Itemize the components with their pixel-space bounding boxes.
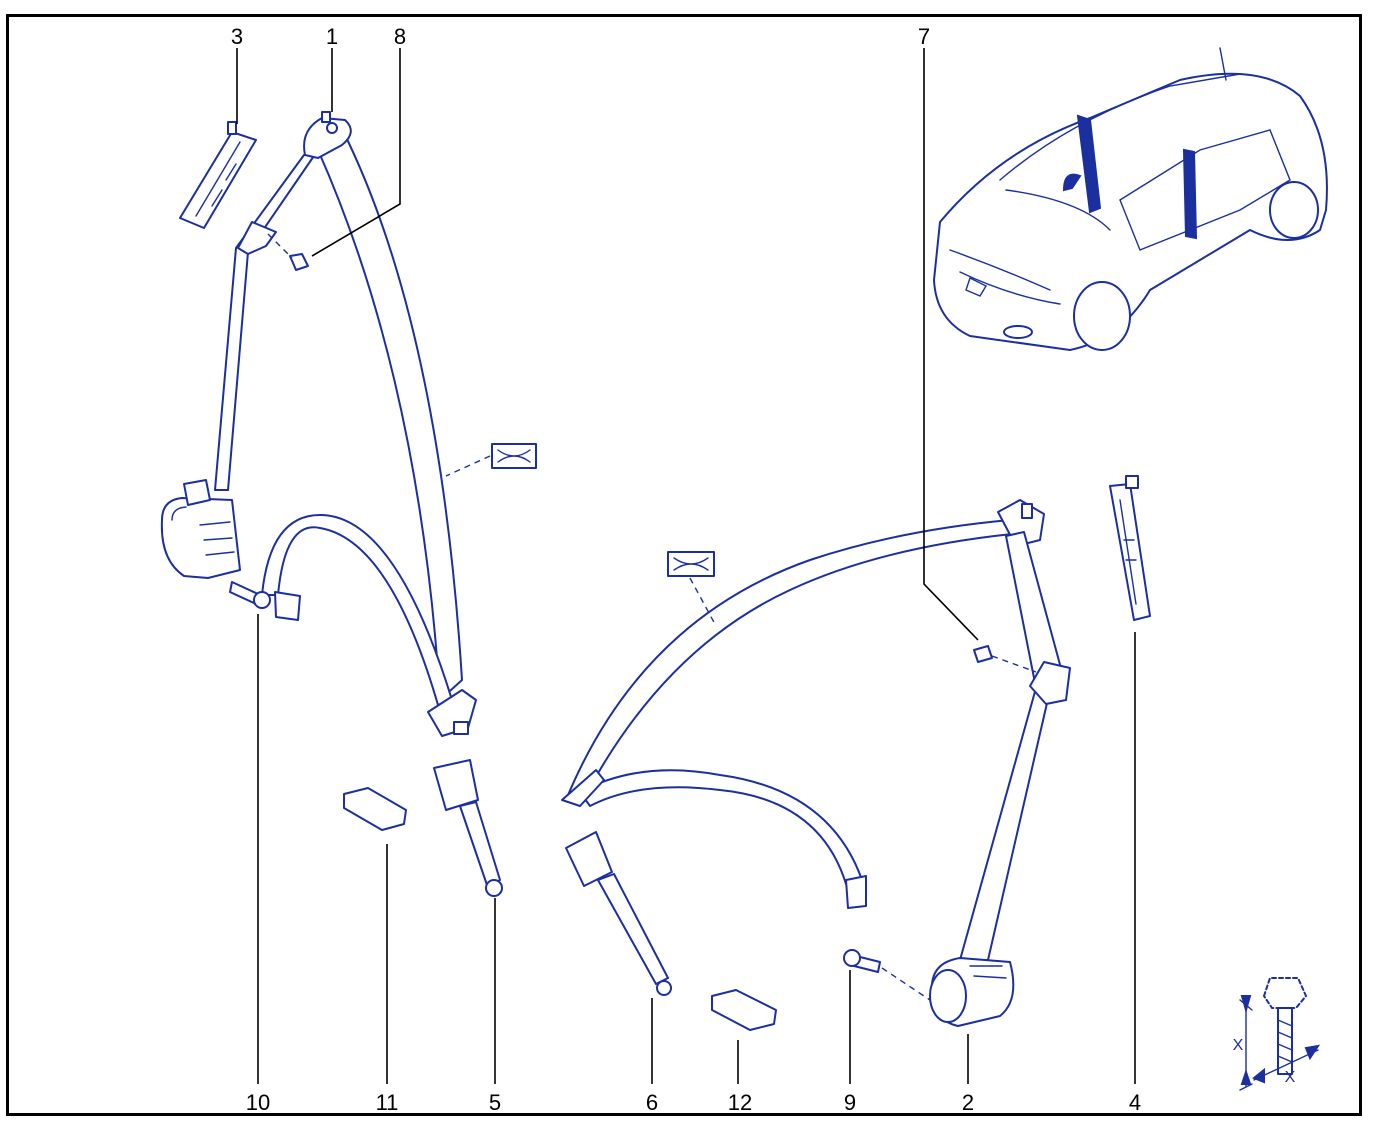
left-belt-tongue-tip [453, 721, 469, 735]
left-upper-anchor [303, 117, 352, 159]
left-belt-upper-webbing [214, 149, 319, 491]
right-marking-symbol-detail [673, 557, 709, 571]
callout-1: 1 [326, 24, 338, 49]
buckle-5-stem [459, 801, 501, 889]
bolt-9-head [843, 949, 861, 967]
bolt-9-guide-line [881, 967, 931, 1001]
right-height-adjuster-detail [1119, 499, 1137, 605]
callout-6: 6 [646, 1090, 658, 1115]
callout-7: 7 [918, 24, 930, 49]
left-belt-diagonal-webbing [317, 134, 463, 701]
callout-5: 5 [489, 1090, 501, 1115]
left-upper-anchor-stud [321, 111, 331, 123]
left-retractor-housing [183, 479, 211, 506]
buckle-6-eye [656, 980, 672, 996]
leader-8 [311, 48, 401, 257]
right-height-adjuster [1109, 483, 1151, 621]
callout-2: 2 [962, 1090, 974, 1115]
torque-x-label-vertical: X [1233, 1037, 1244, 1054]
buckle-6-stem [597, 873, 669, 985]
right-upper-anchor-stud [1021, 503, 1033, 519]
left-marking-pointer [445, 455, 491, 477]
right-lap-belt-tab [845, 875, 867, 909]
pad-11 [343, 787, 407, 831]
buckle-5-eye [485, 879, 503, 897]
callout-12: 12 [728, 1090, 752, 1115]
right-height-adjuster-stud [1125, 475, 1139, 489]
callout-9: 9 [844, 1090, 856, 1115]
callout-8: 8 [394, 24, 406, 49]
right-marking-pointer [689, 577, 717, 627]
buckle-5 [433, 759, 479, 811]
right-belt-end-anchor [561, 769, 605, 807]
left-retractor-detail [171, 506, 235, 556]
callout-3: 3 [231, 24, 243, 49]
buckle-6 [565, 831, 613, 887]
torque-x-label-horizontal: X [1285, 1069, 1296, 1086]
left-lap-belt-tab [274, 591, 301, 621]
leader-7 [923, 48, 979, 641]
left-retractor-bolt-head [253, 591, 271, 609]
bolt-8-guide-line [267, 233, 293, 259]
left-marking-symbol-detail [497, 449, 531, 463]
right-belt-vertical-webbing [959, 531, 1063, 961]
left-retractor [160, 497, 241, 579]
bolt-7 [973, 645, 993, 663]
left-belt-guide [237, 221, 277, 255]
right-lap-belt [579, 769, 863, 885]
right-retractor-spool [929, 969, 967, 1023]
left-height-adjuster-stud [227, 121, 237, 135]
right-retractor-detail [969, 965, 1007, 979]
left-upper-anchor-bolt [326, 122, 338, 134]
right-belt-arc-webbing [565, 519, 1013, 807]
vehicle-illustration [933, 47, 1328, 351]
torque-symbol [1239, 977, 1321, 1091]
pad-12 [711, 989, 777, 1031]
callout-10: 10 [246, 1090, 270, 1115]
left-height-adjuster-detail [195, 141, 241, 217]
callout-4: 4 [1129, 1090, 1141, 1115]
bolt-8 [289, 253, 309, 271]
bolt-7-guide-line [991, 655, 1037, 673]
callout-11: 11 [376, 1090, 399, 1115]
right-belt-guide [1029, 661, 1071, 705]
